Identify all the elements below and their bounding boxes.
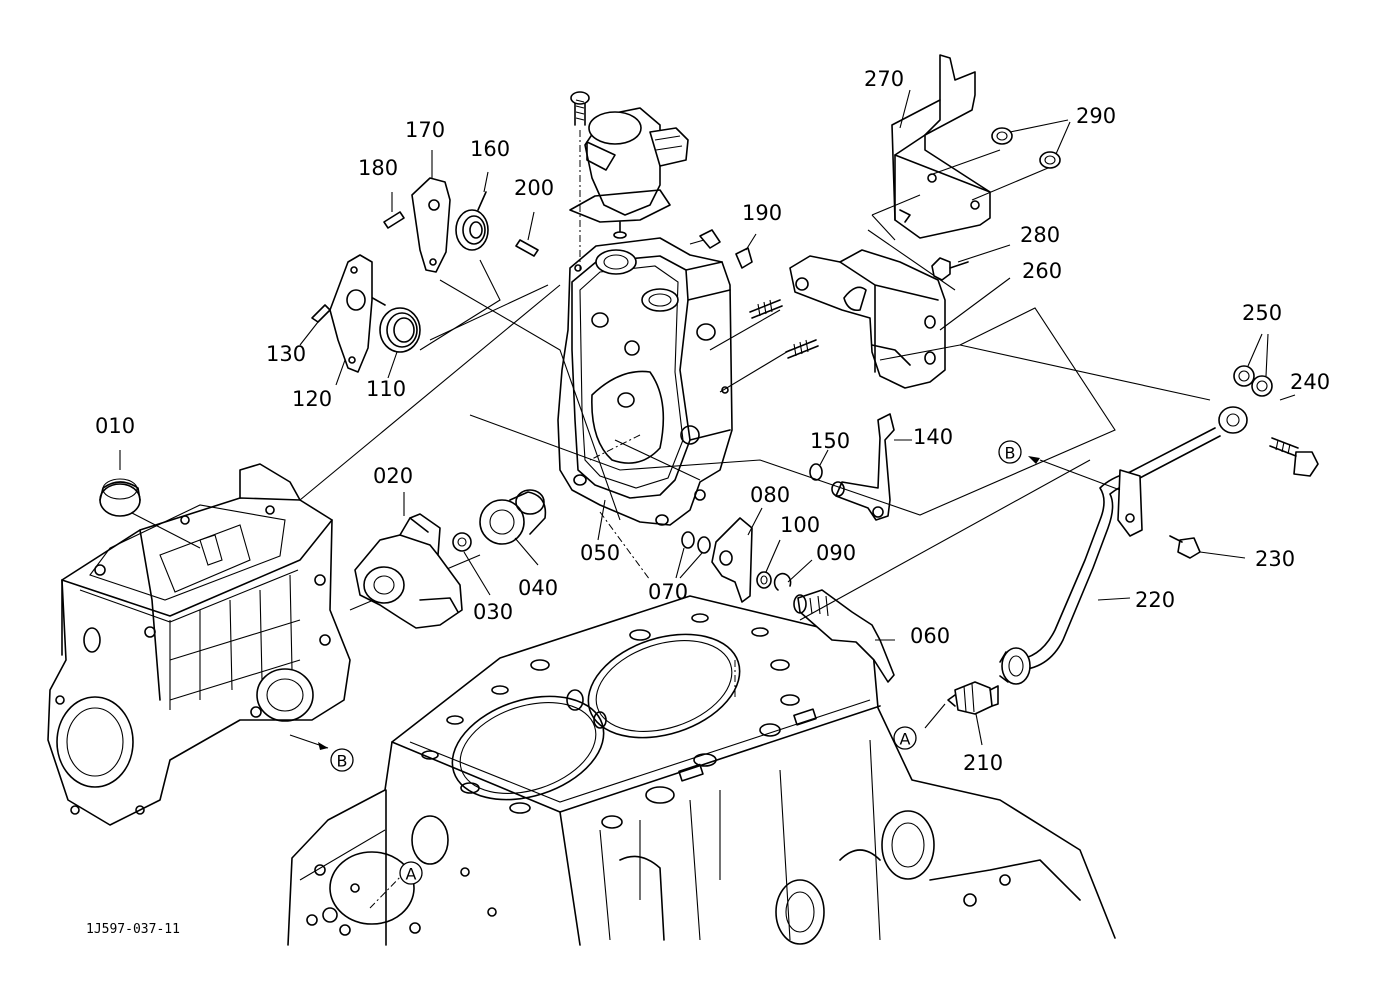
callout-130: 130 — [266, 342, 306, 366]
actuator-solenoid — [569, 91, 689, 270]
part-040-bearing — [479, 489, 547, 566]
reference-marker-a-pipe: A — [893, 726, 917, 750]
part-240-bolt — [1269, 394, 1319, 477]
part-190-bolt — [689, 229, 757, 269]
callout-110: 110 — [366, 377, 406, 401]
callout-150: 150 — [810, 429, 850, 453]
part-100-washer — [756, 539, 781, 589]
svg-text:A: A — [900, 730, 911, 749]
callout-050: 050 — [580, 541, 620, 565]
callout-240: 240 — [1290, 370, 1330, 394]
part-030-washer — [452, 532, 491, 596]
callout-250: 250 — [1242, 301, 1282, 325]
part-150-o-ring — [809, 449, 829, 481]
engine-block — [287, 595, 1116, 946]
leader-spring-110 — [419, 259, 501, 351]
callout-090: 090 — [816, 541, 856, 565]
callout-100: 100 — [780, 513, 820, 537]
part-050-governor-housing — [557, 237, 733, 581]
svg-text:A: A — [406, 865, 417, 884]
leader-170-150 — [439, 279, 621, 521]
part-180-pin — [383, 192, 405, 229]
callout-080: 080 — [750, 483, 790, 507]
callout-170: 170 — [405, 118, 445, 142]
studs — [749, 299, 819, 359]
callout-120: 120 — [292, 387, 332, 411]
callout-060: 060 — [910, 624, 950, 648]
drawing-id: 1J597-037-11 — [86, 922, 180, 937]
callout-260: 260 — [1022, 259, 1062, 283]
part-020-sleeve — [354, 492, 463, 629]
part-210-sensor — [924, 681, 999, 746]
callout-180: 180 — [358, 156, 398, 180]
callout-030: 030 — [473, 600, 513, 624]
part-010-cap — [99, 450, 201, 549]
reference-marker-a-block: A — [399, 861, 423, 885]
part-270-bracket — [891, 54, 991, 239]
callout-270: 270 — [864, 67, 904, 91]
part-080-lever — [711, 507, 763, 603]
part-160-spring — [455, 171, 489, 251]
part-140-lever — [831, 413, 912, 521]
part-170-plate — [411, 150, 451, 273]
part-120-plate — [329, 254, 373, 386]
callout-040: 040 — [518, 576, 558, 600]
part-060-shaft — [793, 459, 1091, 683]
part-260-bracket — [789, 249, 1011, 389]
callout-160: 160 — [470, 137, 510, 161]
callout-280: 280 — [1020, 223, 1060, 247]
callout-070: 070 — [648, 580, 688, 604]
reference-marker-b-case: B — [330, 748, 354, 772]
svg-text:B: B — [1005, 444, 1016, 463]
part-250-washers — [1233, 333, 1273, 397]
svg-text:B: B — [337, 752, 348, 771]
callout-020: 020 — [373, 464, 413, 488]
callout-190: 190 — [742, 201, 782, 225]
gear-case-housing — [47, 284, 561, 826]
part-290-nuts — [991, 119, 1071, 169]
reference-marker-b-pipe: B — [998, 440, 1022, 464]
part-070-o-rings — [675, 531, 711, 579]
callout-290: 290 — [1076, 104, 1116, 128]
part-220-pipe — [999, 406, 1248, 685]
callout-230: 230 — [1255, 547, 1295, 571]
part-280-bolt — [931, 244, 1011, 281]
callout-010: 010 — [95, 414, 135, 438]
callout-220: 220 — [1135, 588, 1175, 612]
part-090-snap-ring — [773, 559, 813, 591]
part-200-pin — [515, 211, 539, 257]
callout-140: 140 — [913, 425, 953, 449]
assembly-lines — [429, 149, 1211, 516]
callout-210: 210 — [963, 751, 1003, 775]
callout-200: 200 — [514, 176, 554, 200]
part-230-bolt — [1169, 535, 1246, 559]
part-130-pin — [299, 304, 331, 346]
